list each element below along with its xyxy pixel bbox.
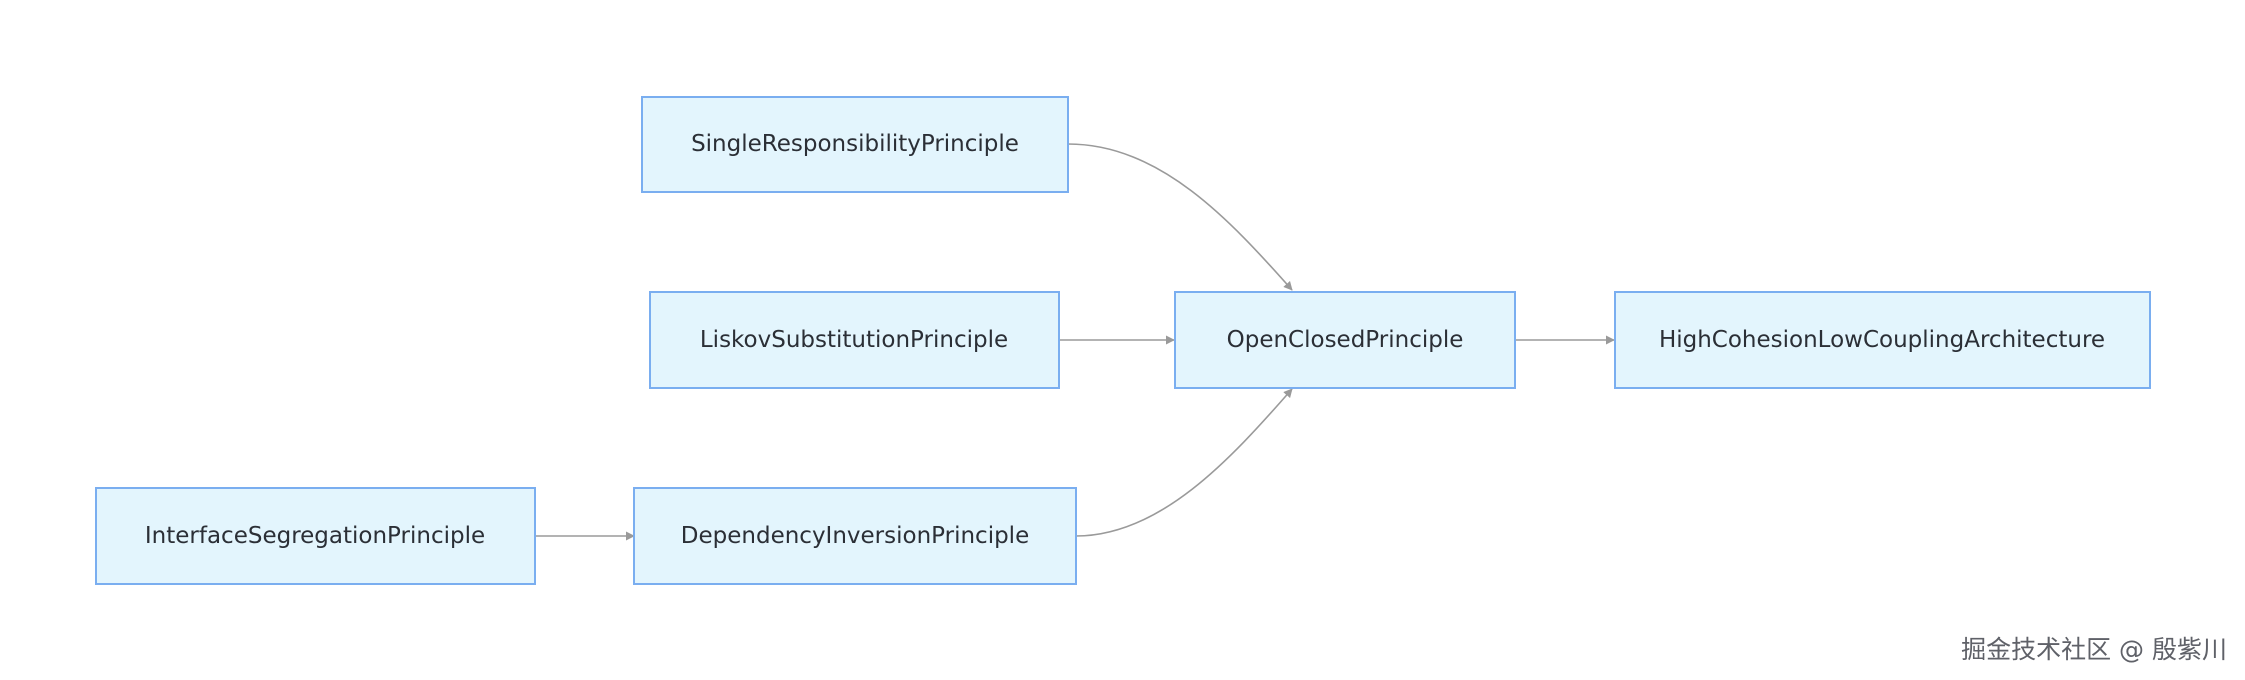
watermark-text: 掘金技术社区 @ 殷紫川 xyxy=(1961,635,2227,664)
node-label: DependencyInversionPrinciple xyxy=(681,523,1029,549)
edge-dip-to-ocp xyxy=(1075,388,1293,537)
node-label: LiskovSubstitutionPrinciple xyxy=(700,327,1008,353)
node-open-closed-principle: OpenClosedPrinciple xyxy=(1174,291,1516,389)
node-dependency-inversion-principle: DependencyInversionPrinciple xyxy=(633,487,1077,585)
node-label: InterfaceSegregationPrinciple xyxy=(145,523,485,549)
node-interface-segregation-principle: InterfaceSegregationPrinciple xyxy=(95,487,536,585)
node-label: SingleResponsibilityPrinciple xyxy=(691,131,1019,157)
node-label: OpenClosedPrinciple xyxy=(1227,327,1464,353)
edge-srp-to-ocp xyxy=(1067,143,1293,291)
node-label: HighCohesionLowCouplingArchitecture xyxy=(1659,327,2105,353)
node-liskov-substitution-principle: LiskovSubstitutionPrinciple xyxy=(649,291,1060,389)
node-single-responsibility-principle: SingleResponsibilityPrinciple xyxy=(641,96,1069,193)
node-high-cohesion-low-coupling-architecture: HighCohesionLowCouplingArchitecture xyxy=(1614,291,2151,389)
